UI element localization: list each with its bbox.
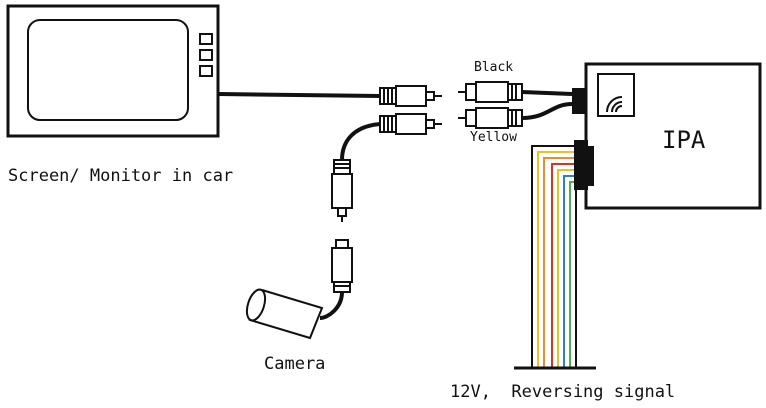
camera-plug-lower xyxy=(331,239,353,293)
rca-plug-yellow xyxy=(458,107,523,129)
ipa-av-port xyxy=(572,88,586,114)
monitor-button-3 xyxy=(199,65,213,77)
monitor-button-2 xyxy=(199,49,213,61)
ipa-box xyxy=(584,62,762,210)
camera-cable xyxy=(319,122,381,320)
camera xyxy=(245,288,324,340)
monitor-cable xyxy=(217,92,381,98)
ipa-label: IPA xyxy=(662,126,706,154)
monitor-button-1 xyxy=(199,33,213,45)
black-label: Black xyxy=(474,60,514,75)
monitor xyxy=(6,4,220,138)
monitor-label: Screen/ Monitor in car xyxy=(8,166,234,186)
power-connector xyxy=(574,140,594,190)
yellow-label: Yellow xyxy=(470,130,517,145)
ipa-sticker xyxy=(597,73,635,117)
camera-plug-upper xyxy=(331,159,353,222)
power-wires xyxy=(531,145,577,368)
camera-label: Camera xyxy=(264,354,326,374)
rca-plug-top xyxy=(379,85,442,107)
rca-plug-black xyxy=(458,81,523,103)
power-label: 12V, Reversing signal xyxy=(450,382,676,402)
ipa-av-cables xyxy=(521,90,573,120)
rca-plug-bottom xyxy=(379,113,442,135)
